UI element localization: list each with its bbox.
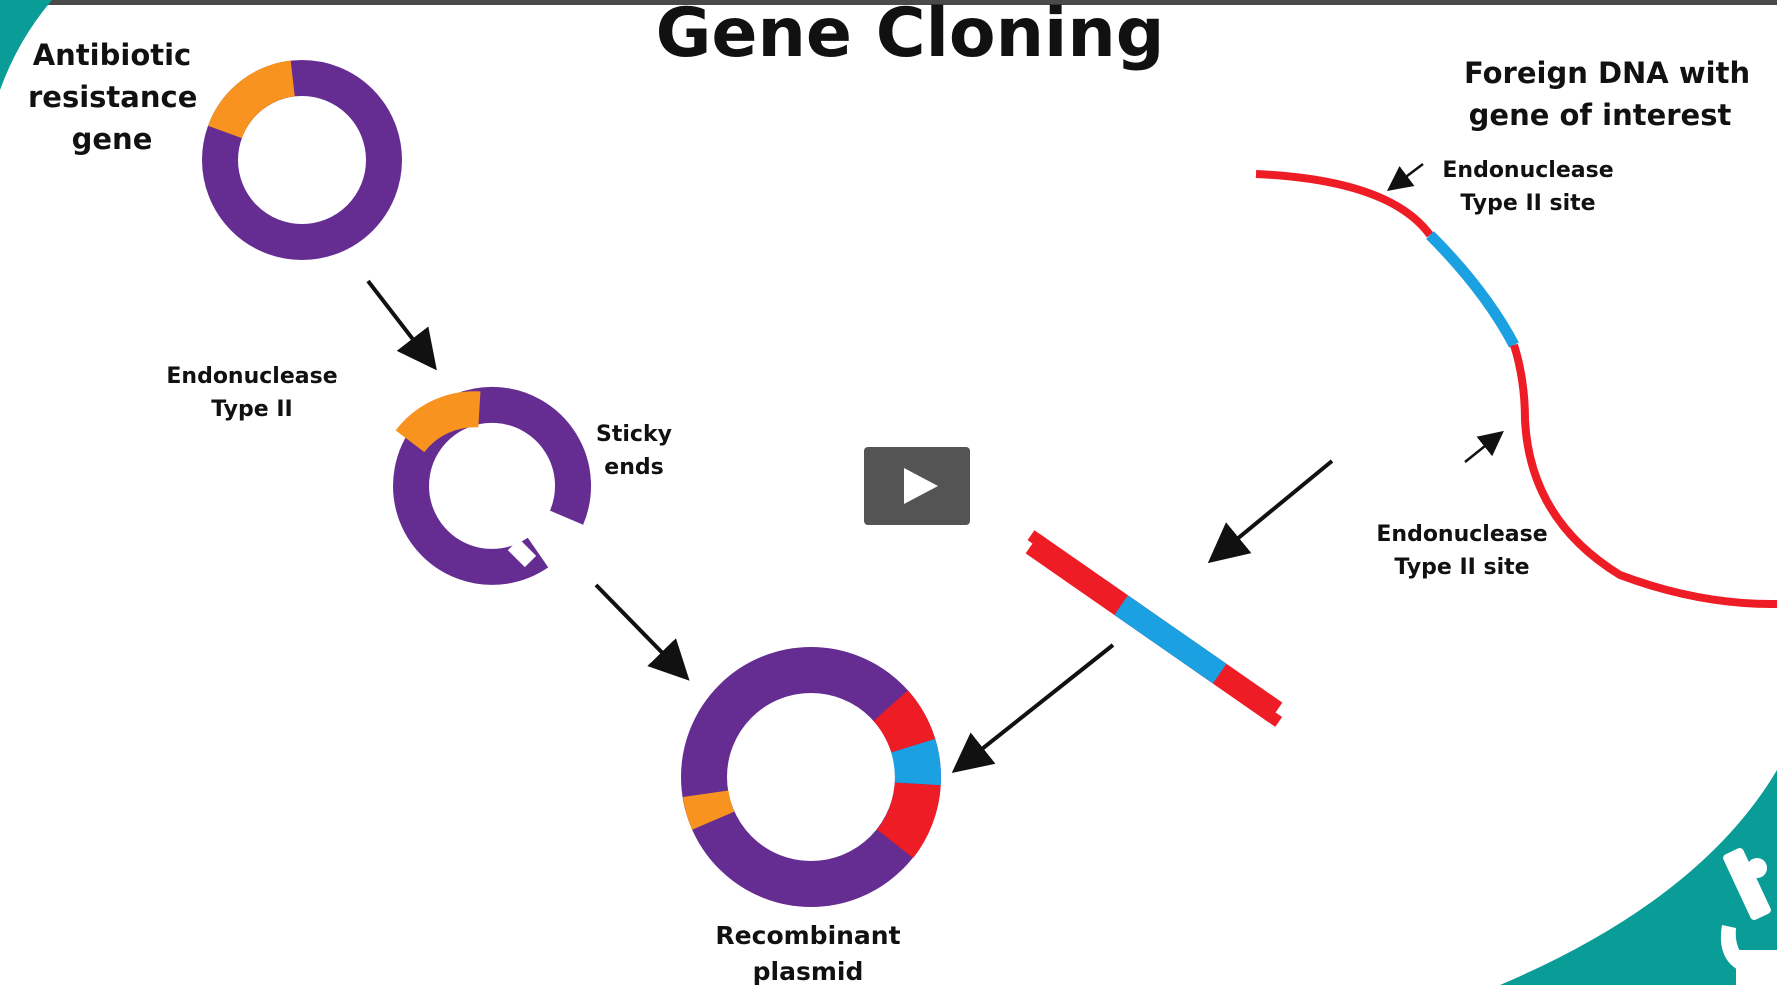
- label-antibiotic-resistance-gene: Antibiotic resistance gene: [28, 38, 198, 156]
- plasmid-cut: [393, 386, 591, 585]
- label-site-top: Endonuclease Type II site: [1442, 158, 1614, 216]
- dna-fragment: [1025, 530, 1283, 727]
- label-site-bottom: Endonuclease Type II site: [1376, 522, 1548, 580]
- top-bar: [0, 0, 1777, 5]
- teal-corner-bottom-right: [1500, 770, 1777, 985]
- arrow-ligate: [594, 583, 690, 681]
- page-title: Gene Cloning: [655, 0, 1165, 73]
- plasmid-intact: [202, 60, 402, 260]
- microscope-icon: [1720, 848, 1777, 985]
- teal-corner-top-left: [0, 0, 52, 90]
- foreign-dna-strand: [1255, 170, 1777, 609]
- play-icon: [904, 468, 938, 504]
- arrow-insert: [951, 643, 1115, 773]
- site-arrow-top: [1387, 163, 1424, 191]
- arrow-cut: [366, 279, 437, 371]
- play-button[interactable]: [864, 447, 970, 525]
- arrow-excise: [1207, 459, 1334, 564]
- label-recombinant-plasmid: Recombinant plasmid: [715, 921, 901, 985]
- plasmid-recombinant: [681, 647, 941, 907]
- label-sticky-ends: Sticky ends: [596, 422, 672, 480]
- label-foreign-dna: Foreign DNA with gene of interest: [1464, 56, 1751, 132]
- site-arrow-bottom: [1464, 430, 1504, 463]
- label-endonuclease-type-ii: Endonuclease Type II: [166, 364, 338, 422]
